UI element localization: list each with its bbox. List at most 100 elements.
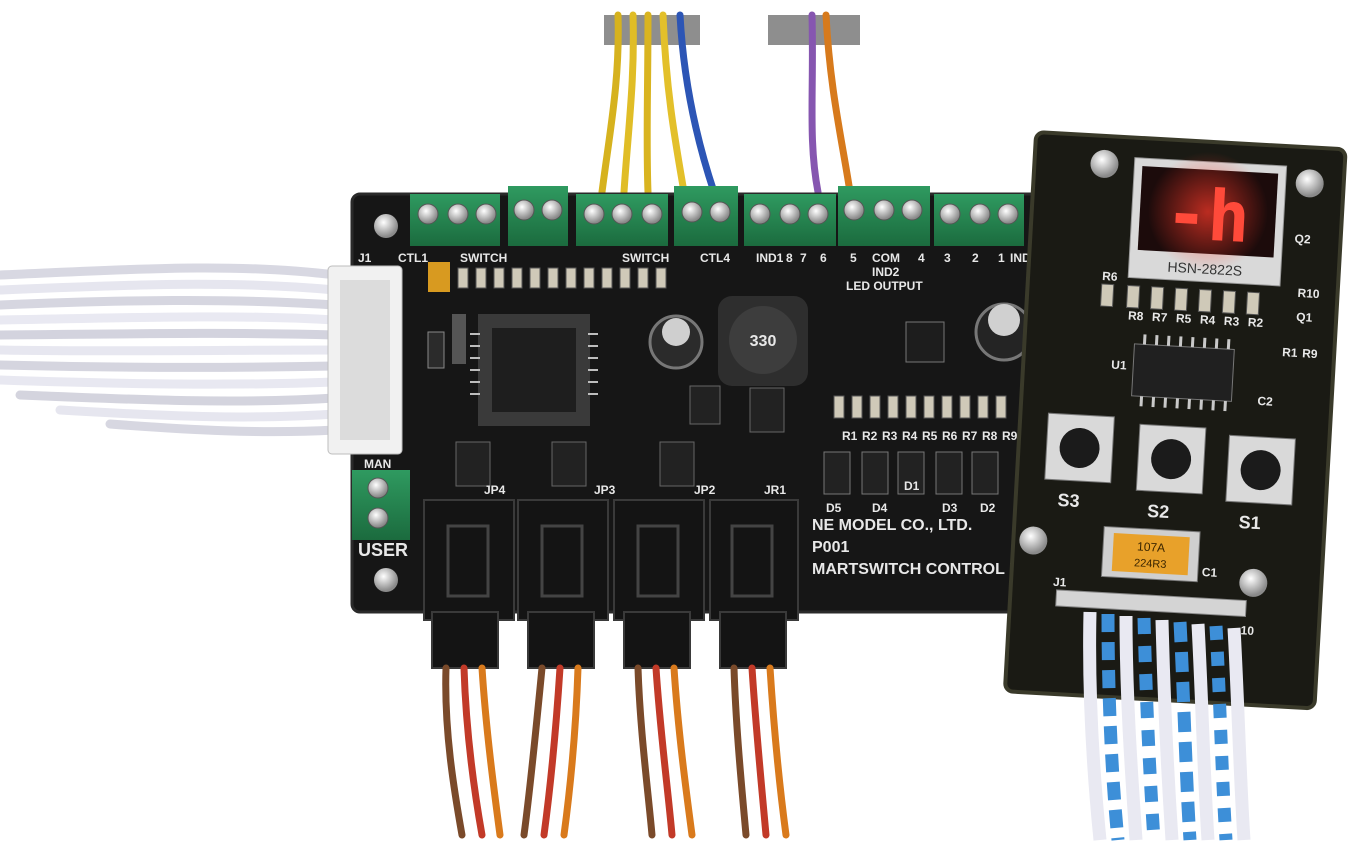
switch-label-2: SWITCH [622, 251, 669, 265]
seven-segment-display: -h HSN-2822S [1127, 151, 1288, 287]
jumper-label: JR1 [764, 483, 786, 497]
terminal-number: 4 [918, 251, 925, 265]
resistor-label: R3 [1224, 314, 1240, 329]
servo-connectors [423, 499, 799, 669]
display-ribbon-cable [1083, 611, 1251, 841]
switch-label-1: SWITCH [460, 251, 507, 265]
transistor-label: Q1 [1296, 310, 1313, 325]
screw-icon [374, 214, 398, 238]
display-resistor-labels: R6 R8 R7 R5 R4 R3 R2 [1102, 269, 1264, 330]
resistor-label: R6 [942, 429, 958, 443]
diode-label: D1 [904, 479, 920, 493]
display-board: -h HSN-2822S R6 R8 R7 R5 R4 R3 R2 Q2 Q1 … [1003, 130, 1348, 711]
ctl4-label: CTL4 [700, 251, 730, 265]
ind2-label: IND2 [872, 265, 900, 279]
terminal-number: 1 [998, 251, 1005, 265]
jumper-label: JP4 [484, 483, 506, 497]
servo-wires [442, 664, 790, 839]
led-resistor-row [833, 395, 1007, 419]
diode-label: D5 [826, 501, 842, 515]
display-resistor-row [1100, 283, 1261, 316]
inductor-marking: 330 [750, 333, 777, 350]
diode-row [823, 451, 999, 495]
button-s1[interactable]: S1 [1224, 434, 1296, 535]
microcontroller-chip [470, 314, 598, 426]
resistor-label: R9 [1002, 429, 1018, 443]
pin-label: 10 [1240, 623, 1254, 638]
resistor-label: R4 [1200, 313, 1216, 328]
j1-label: J1 [358, 251, 372, 265]
resistor-label: R2 [862, 429, 878, 443]
resistor-label: R1 [842, 429, 858, 443]
user-label: USER [358, 540, 408, 560]
resistor-label: R2 [1247, 315, 1263, 330]
transistor-row [455, 385, 785, 487]
jumper-label: JP3 [594, 483, 616, 497]
model-text: P001 [812, 539, 849, 556]
diode-label: D4 [872, 501, 888, 515]
screw-icon [1295, 169, 1324, 198]
display-driver-ic: U1 [1111, 334, 1235, 412]
ref-label: R9 [1302, 346, 1318, 361]
terminal-number: 8 [786, 251, 793, 265]
ref-label: C2 [1257, 394, 1273, 409]
diode-label: D2 [980, 501, 996, 515]
resistor-label: R5 [1176, 311, 1192, 326]
resistor-label: R7 [1152, 310, 1168, 325]
terminal-numbers: 8 7 6 5 4 3 2 1 [786, 251, 1005, 265]
button-s2[interactable]: S2 [1135, 423, 1207, 524]
left-ribbon-cable [0, 263, 340, 437]
button-label-s3: S3 [1057, 490, 1080, 511]
led-output-label: LED OUTPUT [846, 279, 923, 293]
ind1-label: IND1 [756, 251, 784, 265]
screw-icon [374, 568, 398, 592]
ref-label: R10 [1297, 286, 1320, 301]
screw-icon [1239, 568, 1268, 597]
regulator-ic [905, 321, 945, 363]
smd-resistor-row [457, 267, 667, 289]
main-control-board: J1 CTL1 SWITCH SWITCH CTL4 IND1 [327, 186, 1059, 614]
button-label-s2: S2 [1147, 501, 1170, 522]
product-text: MARTSWITCH CONTROL BOA [812, 561, 1045, 578]
top-wires [598, 11, 854, 196]
resistor-label: R7 [962, 429, 978, 443]
ref-label: R1 [1282, 345, 1298, 360]
terminal-number: 6 [820, 251, 827, 265]
tantalum-capacitor [428, 262, 450, 292]
resistor-label: R5 [922, 429, 938, 443]
resistor-label: R4 [902, 429, 918, 443]
terminal-number: 3 [944, 251, 951, 265]
capacitor-marking: 107A [1137, 539, 1166, 555]
terminal-number: 5 [850, 251, 857, 265]
connector-ref: J1 [1053, 575, 1067, 590]
ic-label: U1 [1111, 358, 1127, 373]
diode-labels: D5 D4 D1 D3 D2 [826, 479, 996, 515]
resistor-label: R3 [882, 429, 898, 443]
resistor-label: R8 [982, 429, 998, 443]
resistor-label: R6 [1102, 269, 1118, 284]
display-model-label: HSN-2822S [1167, 259, 1242, 279]
display-readout: -h [1163, 172, 1252, 259]
display-connector [1055, 589, 1247, 618]
inductor-330: 330 [718, 296, 808, 386]
terminal-number: 2 [972, 251, 979, 265]
capacitor-ref: C1 [1201, 565, 1217, 580]
manufacturer-text: NE MODEL CO., LTD. [812, 517, 972, 534]
terminal-number: 7 [800, 251, 807, 265]
man-label: MAN [364, 457, 391, 471]
diode-label: D3 [942, 501, 958, 515]
jumper-label: JP2 [694, 483, 716, 497]
button-s3[interactable]: S3 [1043, 412, 1115, 513]
transistor-label: Q2 [1294, 232, 1311, 247]
com-label: COM [872, 251, 900, 265]
resistor-label: R8 [1128, 308, 1144, 323]
capacitor-code: 224R3 [1134, 557, 1167, 571]
screw-icon [1019, 526, 1048, 555]
tantalum-capacitor-c1: 107A 224R3 C1 [1100, 525, 1218, 583]
led-resistor-labels: R1 R2 R3 R4 R5 R6 R7 R8 R9 [842, 429, 1018, 443]
terminal-blocks [410, 186, 1024, 246]
ctl1-label: CTL1 [398, 251, 428, 265]
screw-icon [1090, 149, 1119, 178]
button-label-s1: S1 [1238, 512, 1261, 533]
